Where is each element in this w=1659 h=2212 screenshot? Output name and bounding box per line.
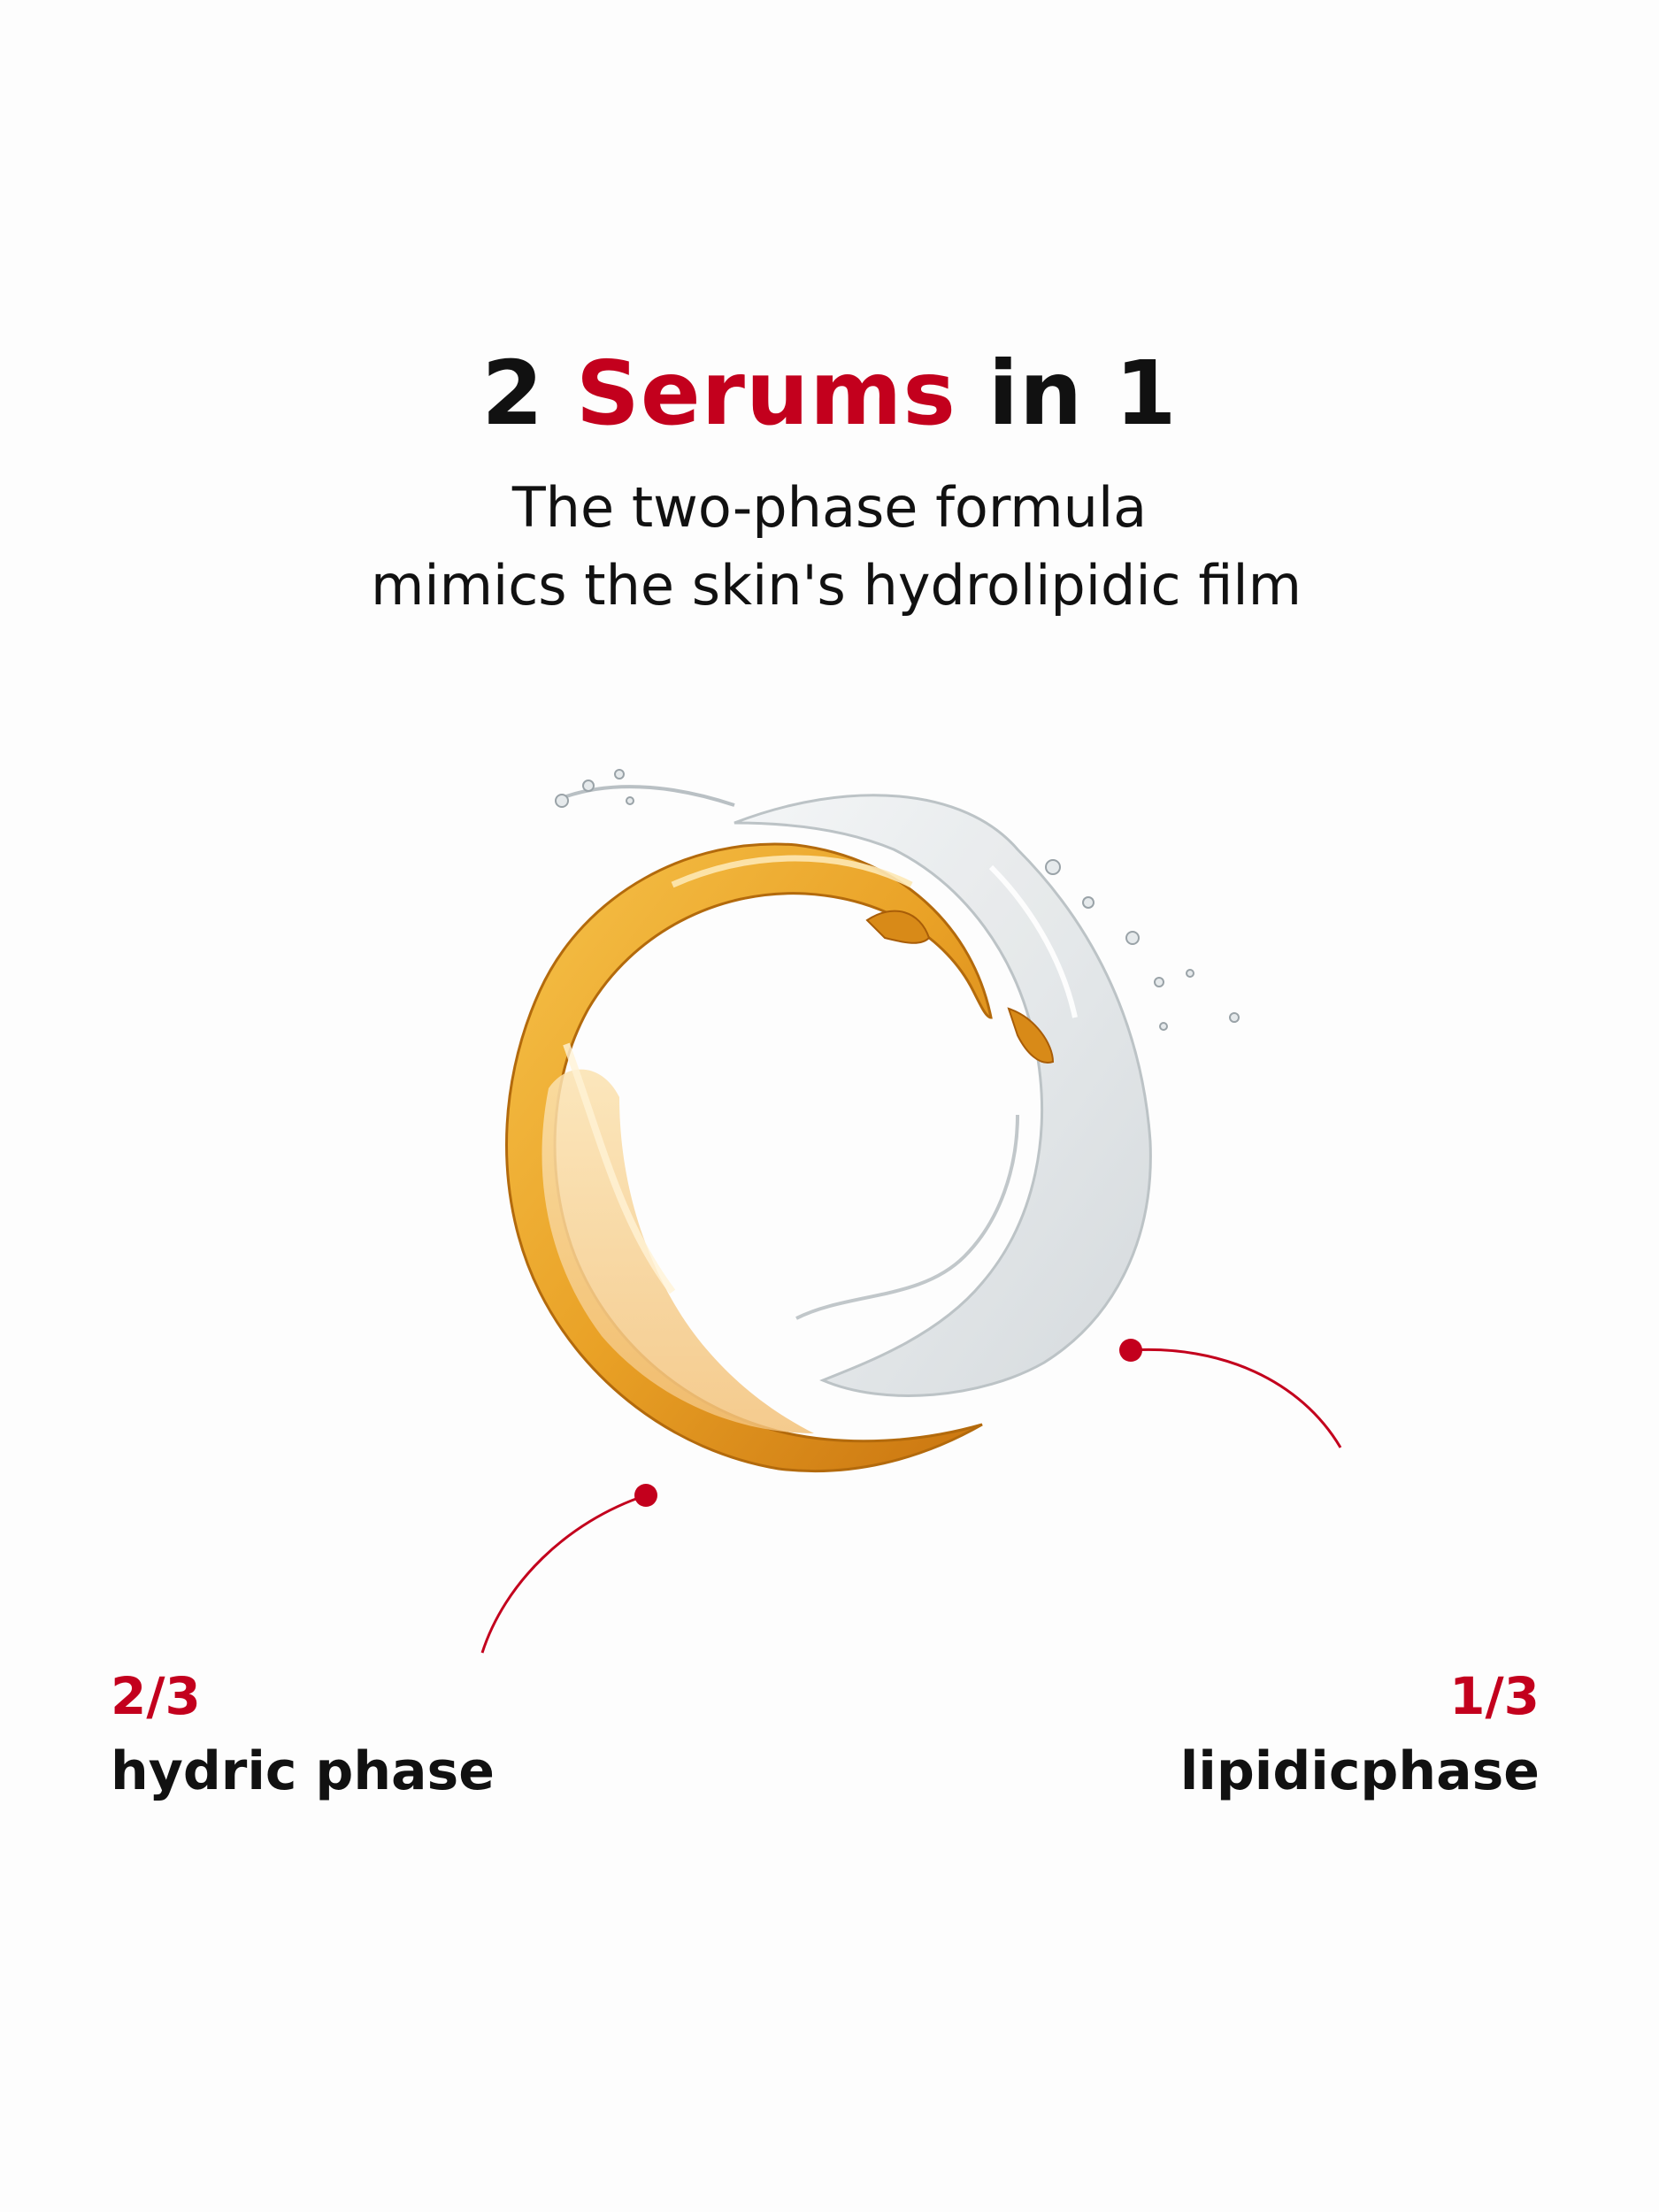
hydric-fraction: 2/3: [111, 1666, 201, 1726]
callout-lipidic-phase: 1/3 lipidicphase: [1180, 1671, 1540, 1798]
lipidic-fraction: 1/3: [1449, 1666, 1540, 1726]
water-splash: [555, 769, 1240, 1397]
callout-hydric-phase: 2/3 hydric phase: [111, 1671, 495, 1798]
subheadline-line-2: mimics the skin's hydrolipidic film: [370, 553, 1302, 618]
hydric-phase-label: hydric phase: [111, 1740, 495, 1802]
headline-suffix: in 1: [956, 342, 1178, 445]
subheadline-line-1: The two-phase formula: [511, 475, 1148, 540]
subheadline: The two-phase formula mimics the skin's …: [0, 469, 1659, 625]
callout-left-pointer: [480, 1484, 657, 1654]
callout-right-pointer: [1119, 1339, 1342, 1448]
lipidic-phase-label: lipidicphase: [1179, 1740, 1540, 1802]
headline-accent: Serums: [575, 342, 956, 445]
headline-prefix: 2: [481, 342, 576, 445]
headline: 2 Serums in 1: [0, 349, 1659, 438]
oil-splash: [505, 842, 1055, 1473]
